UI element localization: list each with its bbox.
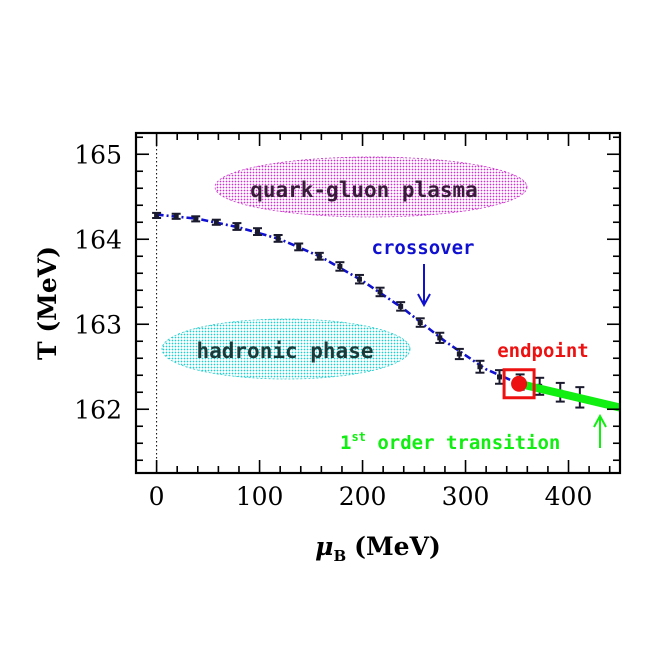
x-axis-title: μB(MeV) [315,532,441,565]
point-marker [497,374,503,380]
x-tick-label: 300 [442,482,490,511]
plot-frame [134,131,622,475]
x-tick-label: 400 [545,482,593,511]
y-axis-title: T (MeV) [33,246,62,360]
data-point [435,331,445,344]
crossover-label: crossover [372,237,475,259]
y-tick-label: 165 [74,140,122,169]
data-point [475,359,485,374]
axis-ticks [135,133,620,473]
endpoint-dot [511,375,528,392]
first-order-arrow [593,413,607,448]
data-point [232,222,242,231]
point-marker [296,244,302,250]
y-tick-labels: 162 163 164 165 [74,140,122,424]
point-marker [213,219,219,225]
point-marker [398,303,404,309]
data-point [415,317,425,328]
data-point [354,273,364,285]
y-tick-label: 164 [74,225,122,254]
endpoint-box [502,368,536,400]
point-marker [417,320,423,326]
hadronic-region [161,318,411,380]
point-marker [456,351,462,357]
y-tick-label: 162 [74,395,122,424]
qgp-label: quark-gluon plasma [250,178,478,202]
data-point [171,212,181,220]
data-point [396,301,406,312]
first-order-label: 1st order transition [340,430,560,454]
data-point [191,215,201,223]
point-marker [356,276,362,282]
point-marker [337,263,343,269]
x-tick-label: 100 [236,482,284,511]
point-marker [154,212,160,218]
data-point [454,347,464,361]
point-marker [255,229,261,235]
data-point [335,261,345,272]
data-point [375,286,385,298]
point-marker [377,289,383,295]
x-tick-labels: 0 100 200 300 400 [149,482,593,511]
point-marker [316,253,322,259]
data-point [495,369,505,385]
point-marker [173,213,179,219]
point-marker [193,216,199,222]
data-points [152,211,585,409]
x-tick-label: 200 [339,482,387,511]
point-marker [275,235,281,241]
endpoint-label: endpoint [497,340,589,362]
qgp-region [214,156,528,218]
data-point [314,251,324,261]
point-marker [477,364,483,370]
x-tick-label: 0 [149,482,165,511]
point-marker [437,335,443,341]
data-point [211,218,221,226]
data-point [152,211,162,219]
first-order-line [518,379,621,412]
data-point [253,227,263,236]
hadronic-label: hadronic phase [196,339,373,363]
data-point [294,242,304,252]
point-marker [234,224,240,229]
crossover-arrow [417,264,431,308]
y-tick-label: 163 [74,310,122,339]
data-point [273,234,283,243]
